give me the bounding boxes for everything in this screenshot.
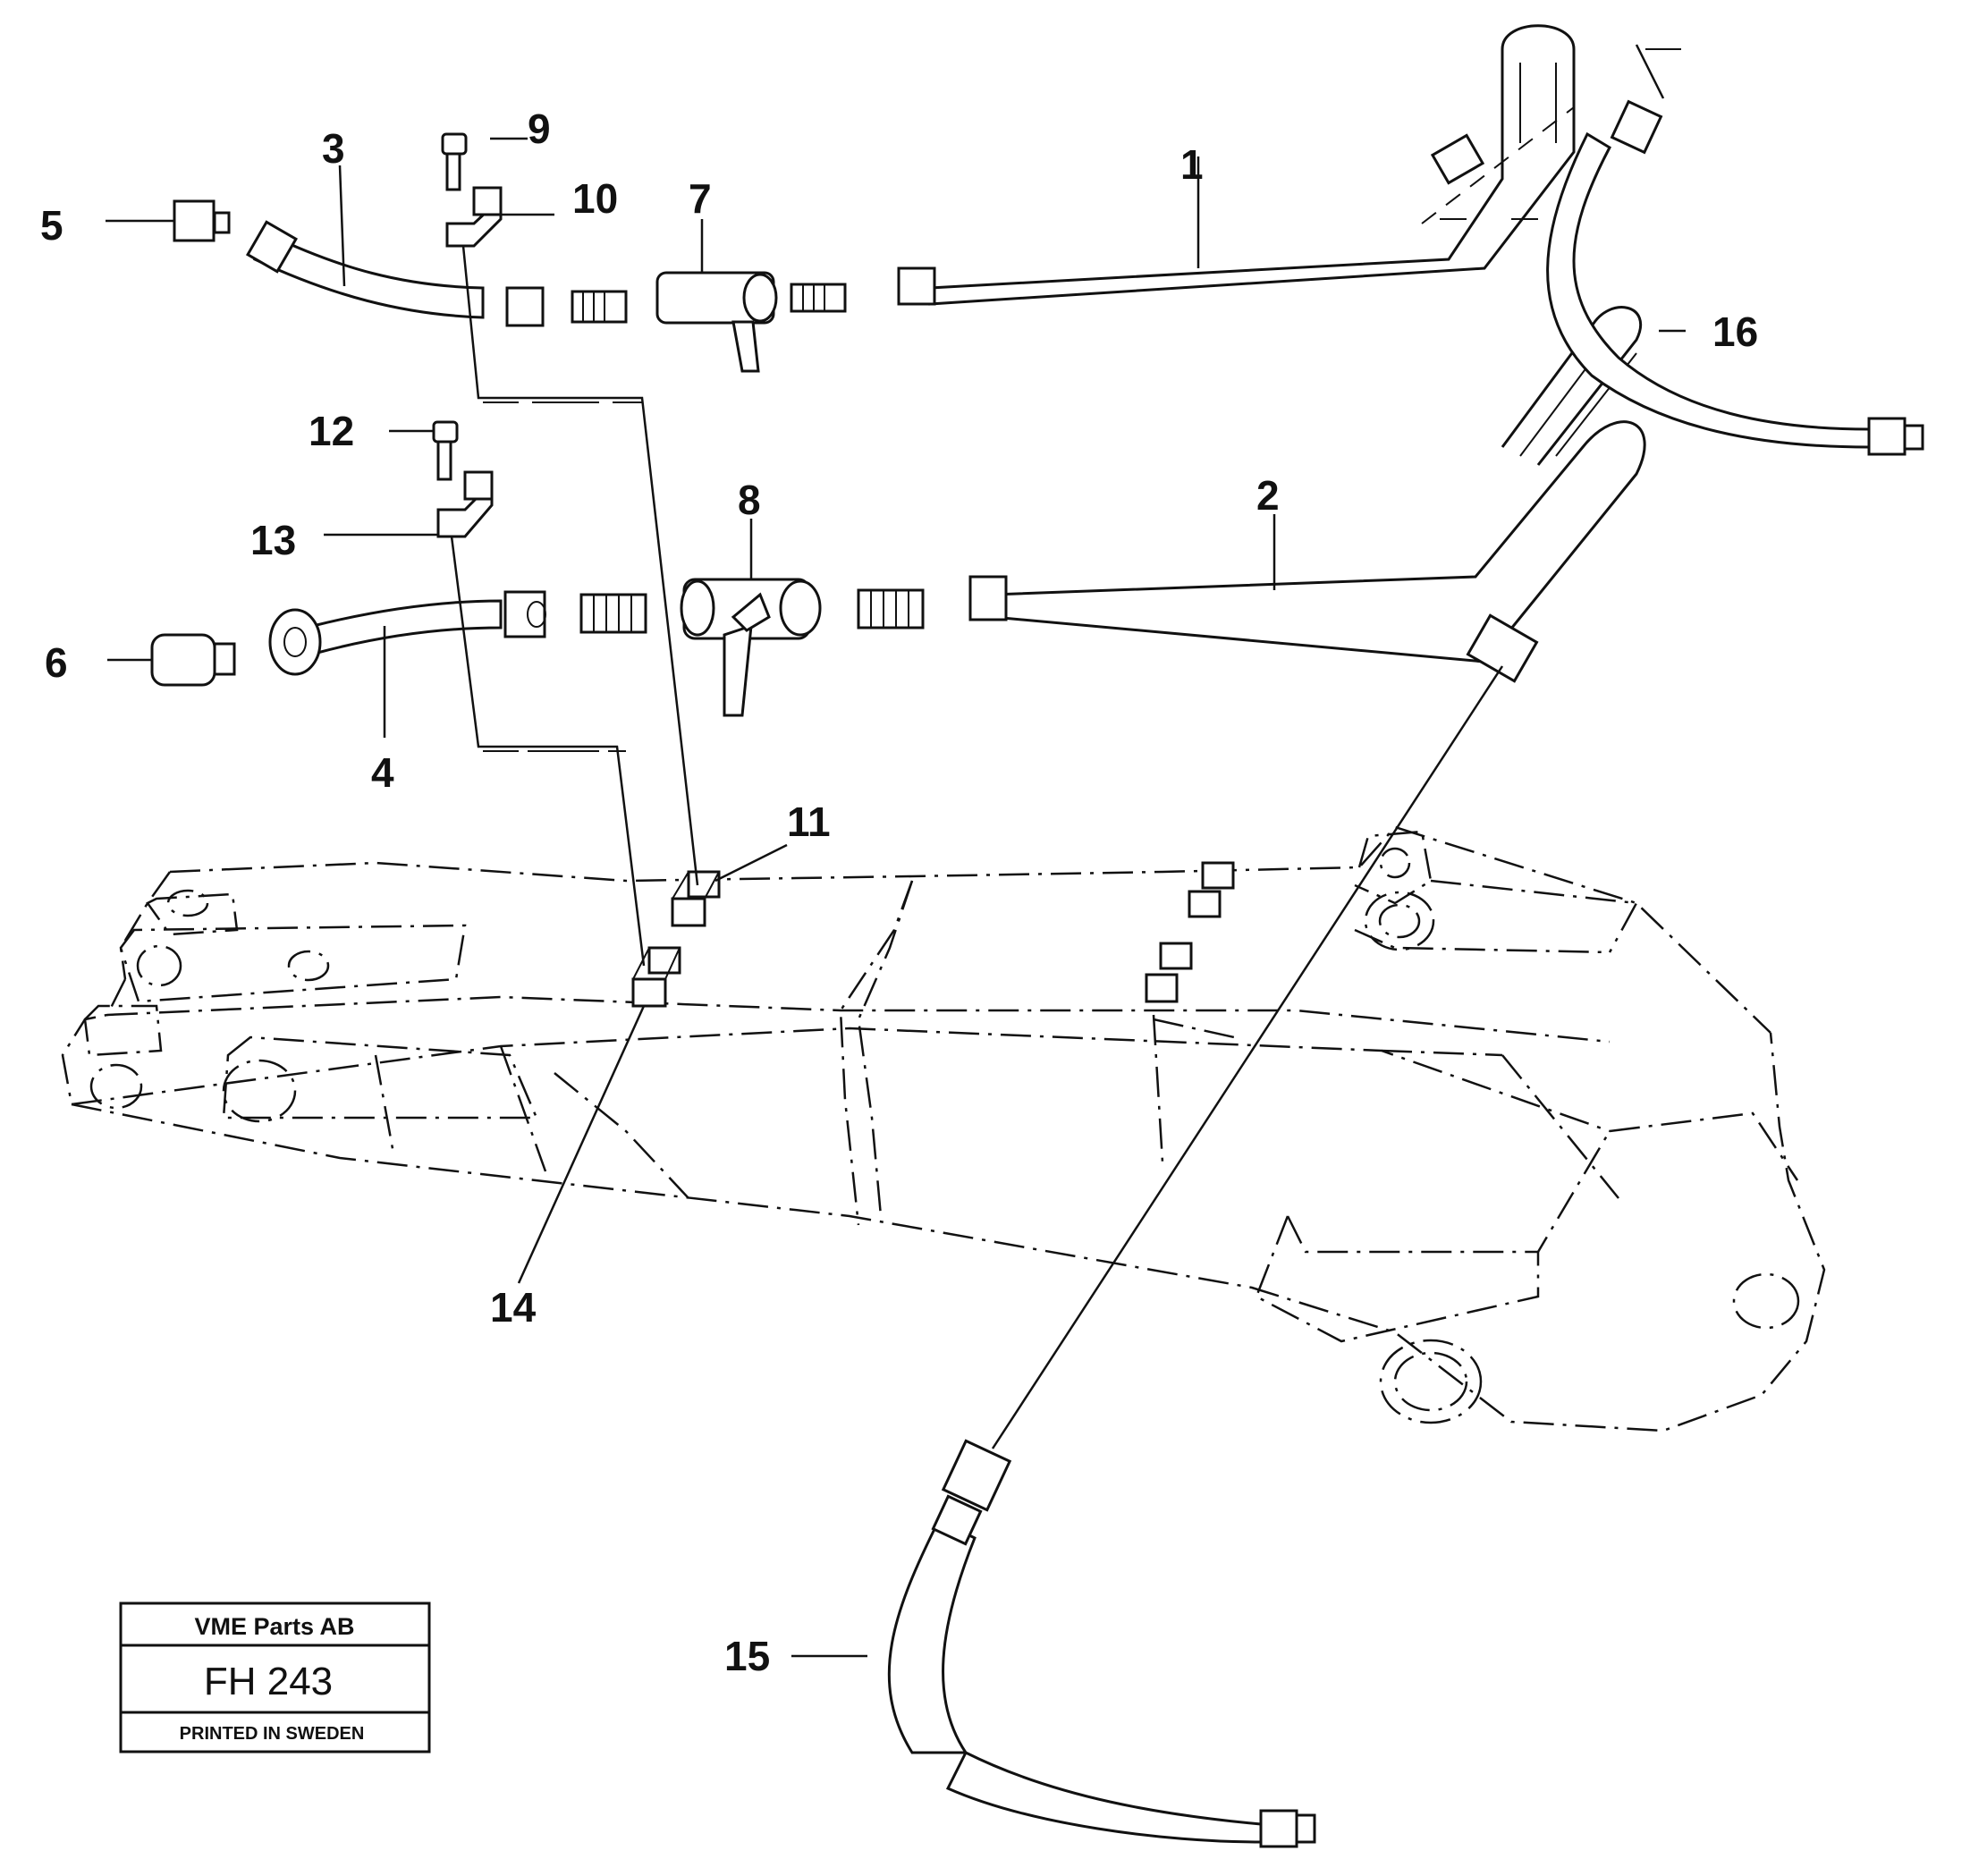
pipe-2	[968, 306, 1646, 683]
callout-10: 10	[572, 175, 618, 222]
callout-2: 2	[1256, 472, 1280, 519]
boom-clamp-a	[1188, 861, 1235, 918]
callout-11: 11	[787, 799, 831, 845]
callout-13: 13	[250, 517, 296, 563]
callout-6: 6	[45, 639, 68, 686]
callout-3: 3	[322, 125, 345, 172]
stamp-box: VME Parts AB FH 243 PRINTED IN SWEDEN	[119, 1601, 431, 1753]
callout-9: 9	[528, 106, 551, 152]
callout-7: 7	[689, 175, 712, 222]
callout-14: 14	[490, 1284, 537, 1331]
bolt-12	[432, 420, 459, 481]
fittings-middle	[503, 588, 925, 638]
boom-clamp-11	[671, 870, 721, 927]
callout-16: 16	[1712, 308, 1758, 355]
plug-6	[150, 633, 236, 687]
callout-leaders	[106, 137, 1686, 1658]
plug-5	[173, 199, 231, 242]
callout-8: 8	[738, 477, 761, 523]
tee-8	[680, 578, 822, 717]
callout-5: 5	[40, 202, 63, 249]
clamp-10	[445, 186, 503, 248]
break-markers	[1421, 48, 1681, 224]
hose-15	[887, 665, 1504, 1848]
boom-outline	[61, 825, 1826, 1432]
stamp-printed: PRINTED IN SWEDEN	[180, 1724, 365, 1744]
fittings-upper	[505, 283, 847, 327]
callout-12: 12	[309, 408, 354, 454]
clamp-13	[436, 470, 494, 538]
hose-3	[245, 220, 485, 319]
bolt-9	[441, 132, 468, 191]
callout-15: 15	[724, 1633, 770, 1679]
boom-clamp-14	[631, 946, 681, 1008]
boom-clamp-b	[1145, 942, 1193, 1003]
pipe-1	[897, 24, 1576, 306]
callout-4: 4	[371, 749, 394, 796]
callout-1: 1	[1180, 141, 1204, 188]
tee-7	[655, 271, 778, 373]
hose-4	[268, 599, 503, 676]
stamp-company: VME Parts AB	[194, 1613, 354, 1640]
stamp-code: FH 243	[204, 1660, 333, 1703]
hose-16	[1546, 44, 1924, 456]
